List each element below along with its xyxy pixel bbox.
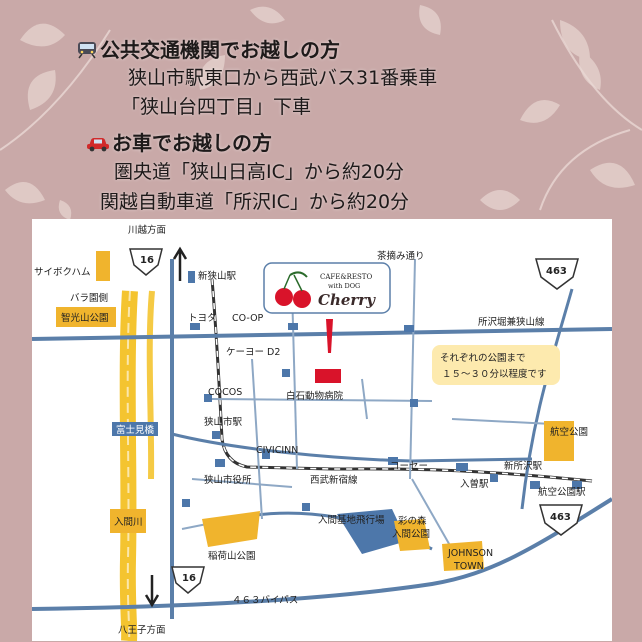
access-map-svg: 智光山公園 航空公園 入間川 富士見橋 16 16 463 463: [32, 224, 612, 641]
cafe-name: Cherry: [318, 291, 376, 309]
chikoyama-park-block: [56, 307, 116, 327]
svg-text:16: 16: [140, 255, 154, 266]
route-463-north: [520, 288, 574, 510]
irodori-park-label-line2: 入間公園: [392, 529, 430, 540]
saibokuham-block: [96, 251, 110, 281]
train-icon: [76, 40, 98, 59]
shin-iruma-label: 新所沢駅: [504, 460, 543, 472]
svg-text:463: 463: [550, 512, 571, 523]
minor-roads: [181, 258, 553, 550]
sayamashi-station-label: 狭山市駅: [204, 416, 243, 428]
chikoyama-park-label: 智光山公園: [61, 312, 109, 324]
iriso-label: 入曽駅: [460, 478, 489, 490]
route-16-bottom-sign: 16: [171, 566, 205, 594]
iruma-river-label: 入間川: [114, 517, 143, 528]
johnson-town-label-line2: TOWN: [453, 561, 484, 572]
route-463-top-sign: 463: [535, 258, 579, 290]
railway-dash: [211, 278, 593, 482]
toyota-label: トヨタ: [188, 313, 217, 324]
inariyama-park-label: 稲荷山公園: [208, 550, 256, 562]
civicinn-label: CIVICINN: [256, 445, 298, 456]
car-heading: お車でお越しの方: [86, 127, 272, 156]
route-16-top-sign: 16: [129, 248, 163, 276]
seibu-shinjuku-label: 西武新宿線: [310, 474, 358, 486]
parks-distance-callout: それぞれの公園まで １５～３０分以程度です: [432, 345, 560, 385]
tokorozawa-line-label: 所沢堀兼狭山線: [478, 316, 545, 328]
koku-park-station-label: 航空公園駅: [538, 486, 586, 498]
inariyama-park-block: [202, 511, 260, 547]
iruma-river-sign: [110, 509, 146, 533]
cherry-icon: [275, 288, 293, 306]
car-icon: [86, 133, 110, 152]
north-arrow-icon: [172, 246, 188, 281]
chamichi-label: 茶摘み通り: [377, 250, 425, 262]
svg-text:16: 16: [182, 573, 196, 584]
car-route-kanetsu: 関越自動車道「所沢IC」から約20分: [100, 191, 410, 213]
city-hall-label: 狭山市役所: [204, 474, 252, 486]
cafe-location-marker: [315, 369, 341, 383]
bara-garden-label: バラ園側: [70, 292, 108, 304]
cafe-tagline: CAFE&RESTO: [320, 273, 372, 281]
public-transport-heading: 公共交通機関でお越しの方: [76, 34, 340, 63]
iruma-airbase-label: 入間基地飛行場: [318, 514, 385, 526]
iruma-airbase-block: [337, 509, 407, 554]
route-463-right-sign: 463: [539, 504, 583, 536]
access-map: 智光山公園 航空公園 入間川 富士見橋 16 16 463 463: [32, 219, 612, 641]
svg-text:463: 463: [546, 266, 567, 277]
irodori-park-label-line1: 彩の森: [398, 515, 427, 527]
bypass-label: ４６３バイパス: [232, 595, 298, 606]
east-road: [171, 432, 533, 463]
fujimi-bridge-tag: [112, 422, 158, 436]
cocos-label: COCOS: [208, 387, 242, 398]
bypass-463: [32, 497, 612, 611]
cafe-with-dog: with DOG: [328, 282, 360, 290]
koku-park-block: [544, 421, 574, 461]
koku-park-label: 航空公園: [550, 426, 588, 438]
coop-label: CO-OP: [232, 313, 264, 324]
cafe-cherry-logo: CAFE&RESTO with DOG Cherry: [263, 262, 391, 314]
kohsei-label: コーセー: [390, 461, 428, 472]
car-route-kenodo: 圏央道「狭山日高IC」から約20分: [114, 161, 405, 183]
public-transport-route: 狭山市駅東口から西武バス31番乗車: [128, 67, 438, 89]
river-branch: [146, 290, 155, 480]
johnson-town-label-line1: JOHNSON: [447, 548, 493, 559]
saibokuham-label: サイボクハム: [34, 267, 91, 278]
keiyo-label: ケーヨー D2: [226, 347, 280, 358]
cafe-location-pointer: [326, 319, 333, 353]
south-direction-label: 八王子方面: [118, 624, 166, 636]
shin-sayama-station-label: 新狭山駅: [198, 270, 237, 282]
tokorozawa-horigane-road: [32, 327, 612, 341]
public-transport-stop: 「狭山台四丁目」下車: [121, 96, 312, 118]
north-direction-label: 川越方面: [128, 224, 166, 236]
callout-line2: １５～３０分以程度です: [442, 368, 547, 380]
fujimi-bridge-label: 富士見橋: [116, 424, 155, 436]
johnson-town-block: [442, 541, 484, 571]
irodori-park-block: [394, 519, 430, 551]
callout-line1: それぞれの公園まで: [440, 353, 526, 364]
shiraishi-hospital-label: 白石動物病院: [286, 390, 344, 402]
south-arrow-icon: [144, 575, 160, 608]
